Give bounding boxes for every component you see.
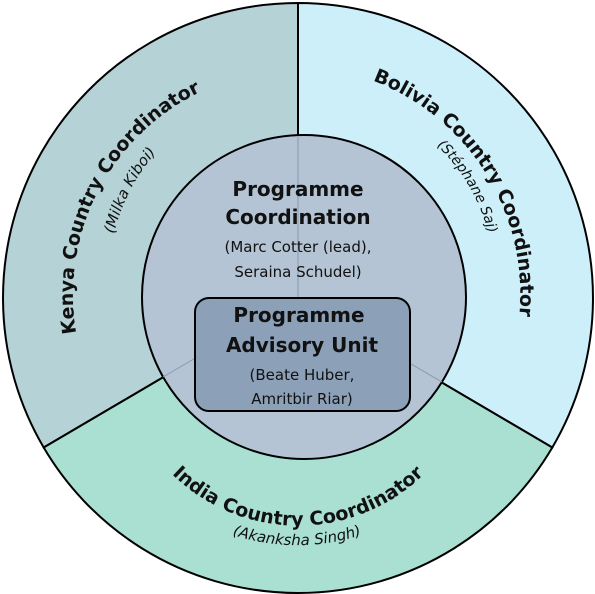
advisory-people-line2: Amritbir Riar) xyxy=(251,390,353,408)
programme-advisory-unit-box xyxy=(194,297,411,412)
advisory-people-line1: (Beate Huber, xyxy=(250,366,355,384)
coordination-title-line1: Programme xyxy=(232,177,363,201)
advisory-title-line2: Advisory Unit xyxy=(226,333,379,357)
advisory-title-line1: Programme xyxy=(233,303,364,327)
coordination-title-line2: Coordination xyxy=(225,205,370,229)
coordination-people-line2: Seraina Schudel) xyxy=(234,263,361,281)
coordination-people-line1: (Marc Cotter (lead), xyxy=(225,238,372,256)
